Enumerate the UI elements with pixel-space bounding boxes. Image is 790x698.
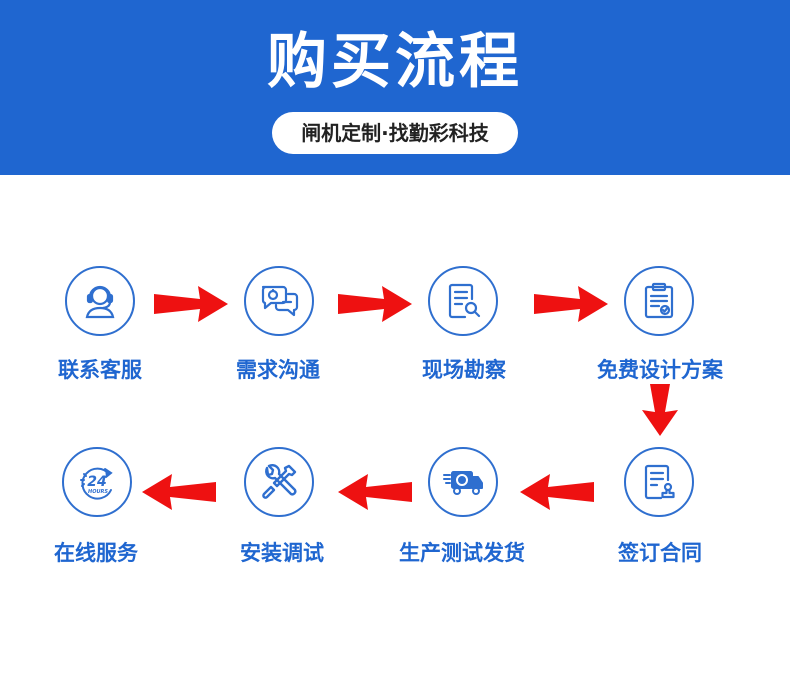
chat-bubbles-icon: [244, 266, 314, 336]
step-label: 联系客服: [58, 358, 142, 382]
wrench-screwdriver-icon: [244, 447, 314, 517]
step-label: 在线服务: [54, 541, 138, 565]
arrow-left-icon: [520, 474, 594, 510]
step-label: 需求沟通: [236, 358, 320, 382]
contract-stamp-icon: [624, 447, 694, 517]
subtitle-badge: 闸机定制·找勤彩科技: [272, 112, 518, 154]
step-label: 现场勘察: [422, 358, 506, 382]
clipboard-check-icon: [624, 266, 694, 336]
step-label: 免费设计方案: [597, 358, 723, 382]
step-label: 签订合同: [618, 541, 702, 565]
arrow-right-icon: [338, 286, 412, 322]
arrow-left-icon: [142, 474, 216, 510]
step-label: 安装调试: [240, 541, 324, 565]
header-banner: 购买流程 闸机定制·找勤彩科技: [0, 0, 790, 175]
customer-service-headset-icon: [65, 266, 135, 336]
delivery-truck-icon: [428, 447, 498, 517]
document-search-icon: [428, 266, 498, 336]
icon-24-text: 24: [87, 474, 106, 490]
arrow-down-icon: [642, 384, 678, 436]
24-hours-service-icon: 24 HOURS: [62, 447, 132, 517]
arrow-right-icon: [534, 286, 608, 322]
step-label: 生产测试发货: [399, 541, 525, 565]
icon-hours-text: HOURS: [88, 489, 108, 495]
page-title: 购买流程: [267, 27, 523, 97]
arrow-left-icon: [338, 474, 412, 510]
arrow-right-icon: [154, 286, 228, 322]
